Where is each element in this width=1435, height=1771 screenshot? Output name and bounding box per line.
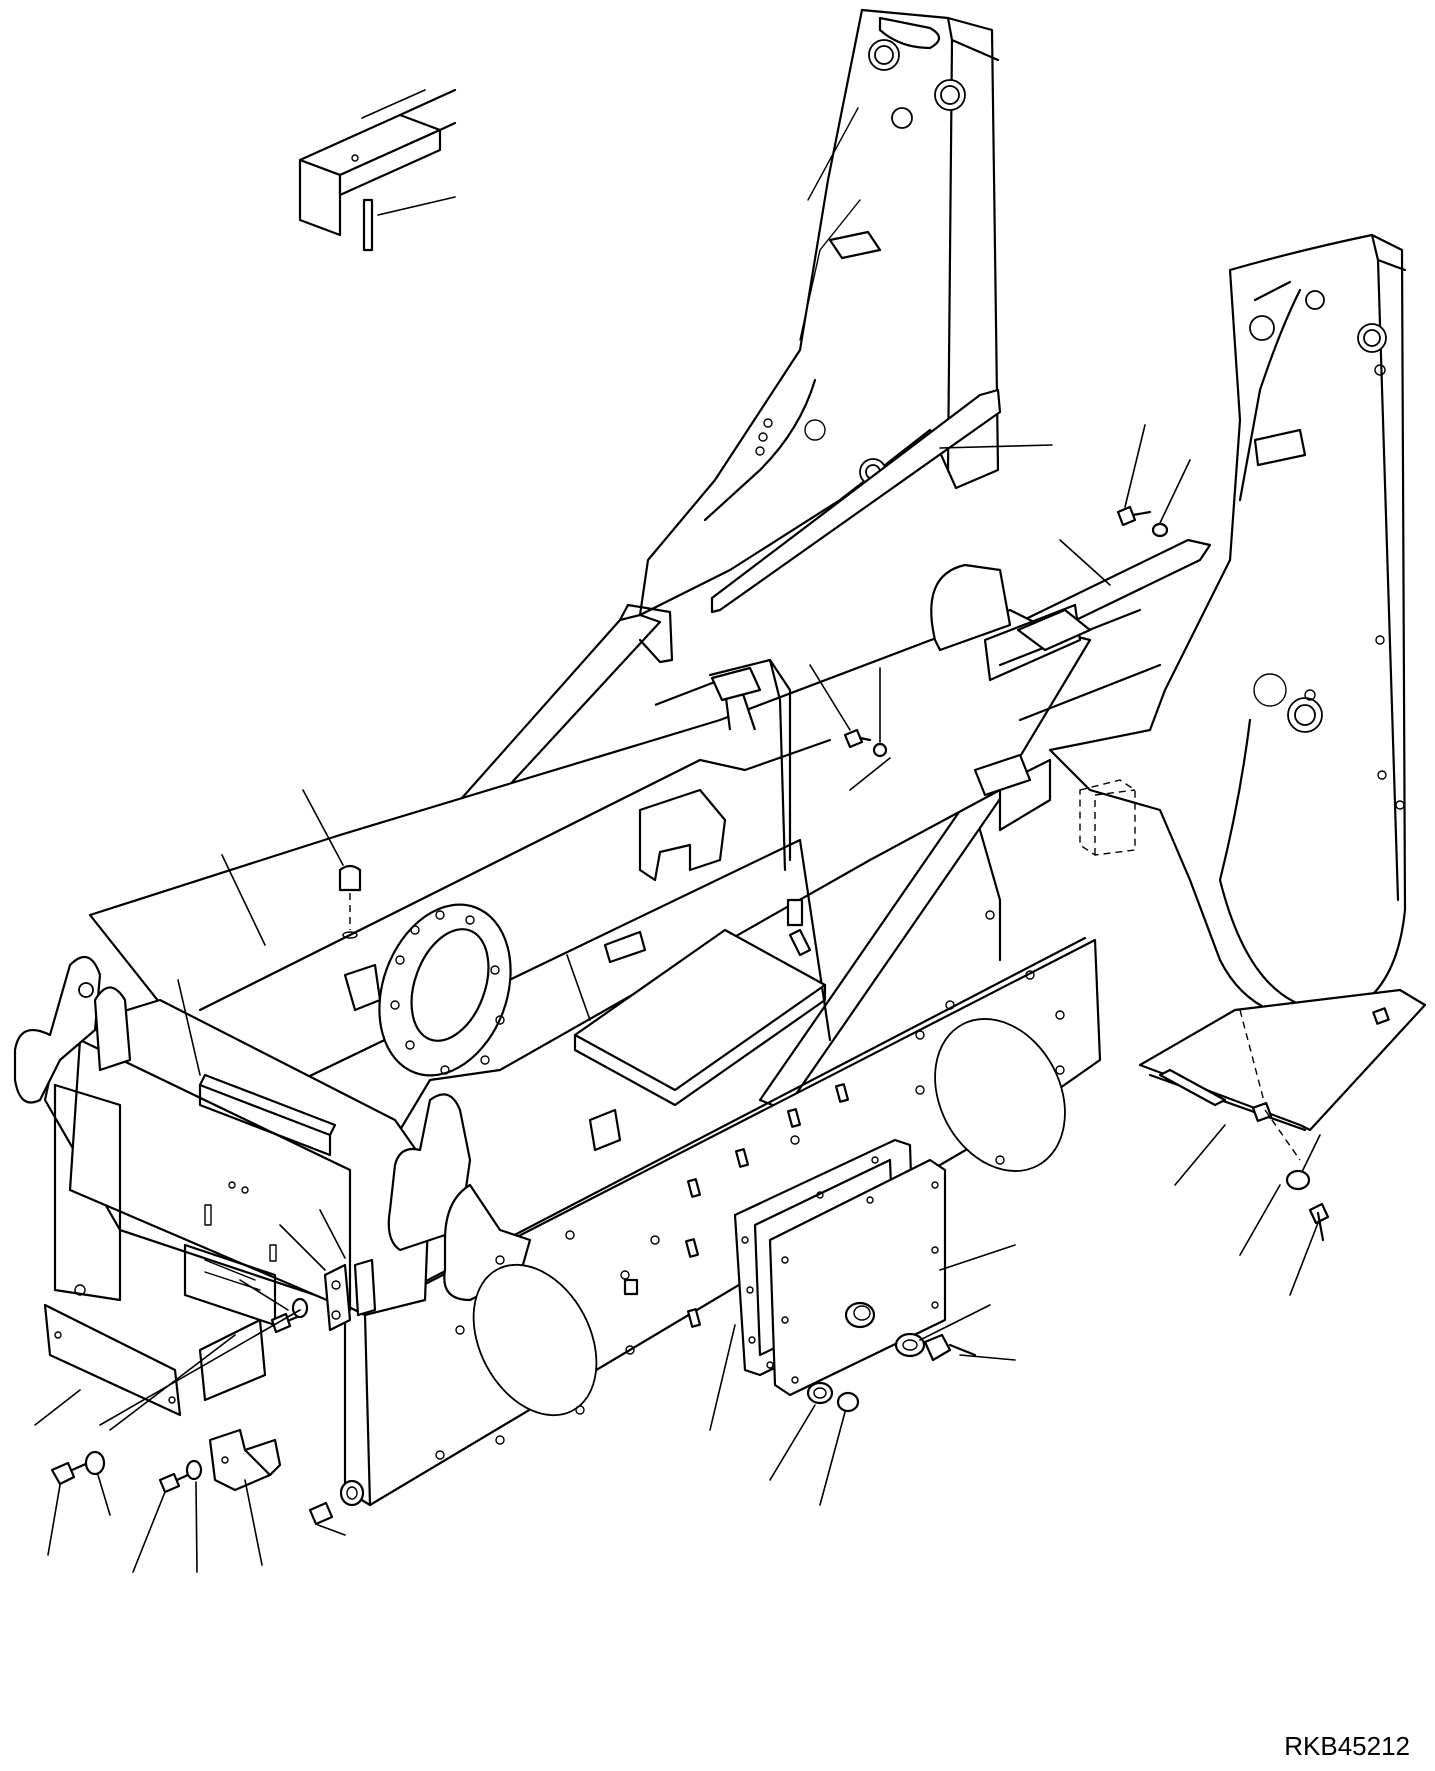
front-shield-plate bbox=[34, 1303, 182, 1426]
detail-inset-block bbox=[298, 88, 457, 252]
front-bracket-plates bbox=[279, 1209, 377, 1332]
side-bolt-holes bbox=[435, 910, 1065, 1460]
front-fasteners bbox=[47, 1279, 365, 1573]
floor-plate bbox=[1138, 988, 1427, 1186]
tower-fasteners bbox=[177, 424, 1330, 1296]
cover-fasteners bbox=[769, 1304, 1016, 1506]
right-lift-tower bbox=[1048, 233, 1407, 1022]
drawing-code-label: RKB45212 bbox=[1284, 1731, 1410, 1761]
small-bracket bbox=[198, 1318, 282, 1566]
main-frame bbox=[13, 563, 1162, 1507]
